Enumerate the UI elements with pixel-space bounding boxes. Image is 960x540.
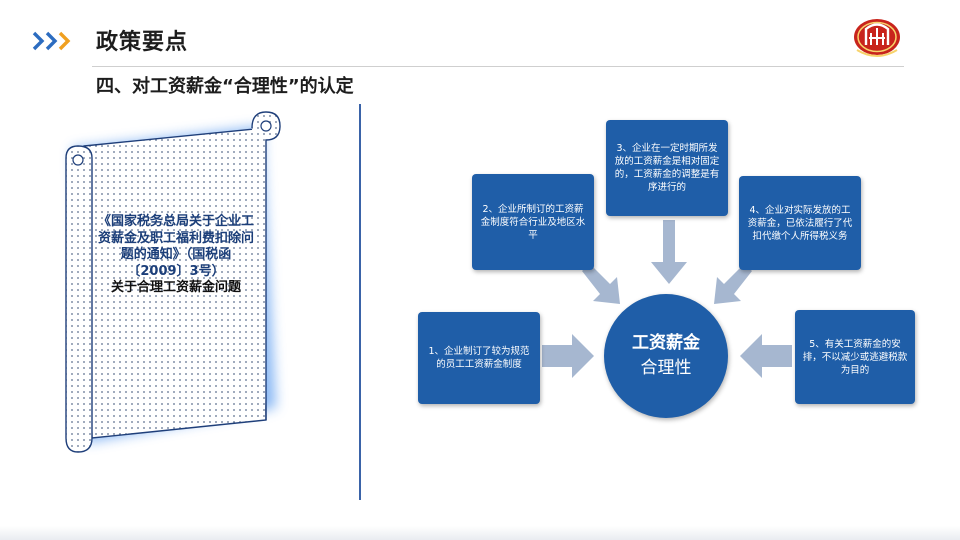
- arrow-from-node-2: [582, 264, 620, 304]
- criterion-text-1: 1、企业制订了较为规范的员工工资薪金制度: [428, 346, 530, 370]
- section-subtitle: 四、对工资薪金“合理性”的认定: [96, 76, 354, 97]
- arrow-from-node-1: [542, 334, 594, 378]
- criterion-box-3: 3、企业在一定时期所发放的工资薪金是相对固定的，工资薪金的调整是有序进行的: [606, 120, 728, 216]
- arrow-from-node-3: [651, 220, 687, 284]
- policy-document-title: 《国家税务总局关于企业工资薪金及职工福利费扣除问题的通知》（国税函〔2009〕3…: [97, 214, 254, 279]
- policy-topic: 关于合理工资薪金问题: [110, 280, 241, 295]
- criterion-text-5: 5、有关工资薪金的安排，不以减少或逃避税款为目的: [802, 338, 908, 376]
- footer-band: [0, 526, 960, 540]
- scroll-content: 《国家税务总局关于企业工资薪金及职工福利费扣除问题的通知》（国税函〔2009〕3…: [94, 214, 258, 297]
- center-label-line2: 合理性: [640, 358, 692, 378]
- header-rule: [92, 66, 904, 67]
- criterion-box-4: 4、企业对实际发放的工资薪金，已依法履行了代扣代缴个人所得税义务: [739, 176, 861, 270]
- criterion-box-2: 2、企业所制订的工资薪金制度符合行业及地区水平: [472, 174, 594, 270]
- criterion-text-3: 3、企业在一定时期所发放的工资薪金是相对固定的，工资薪金的调整是有序进行的: [614, 143, 720, 193]
- scroll-illustration: [65, 111, 281, 453]
- arrow-from-node-5: [740, 334, 792, 378]
- arrow-from-node-4: [714, 264, 752, 304]
- chevron-right-icon: [32, 31, 71, 51]
- vertical-divider: [359, 104, 361, 500]
- tax-emblem-logo: [854, 19, 900, 57]
- criterion-text-4: 4、企业对实际发放的工资薪金，已依法履行了代扣代缴个人所得税义务: [747, 204, 853, 242]
- criterion-box-1: 1、企业制订了较为规范的员工工资薪金制度: [418, 312, 540, 404]
- center-label-line1: 工资薪金: [632, 333, 700, 353]
- page-title: 政策要点: [96, 30, 189, 55]
- criterion-text-2: 2、企业所制订的工资薪金制度符合行业及地区水平: [480, 203, 586, 241]
- criterion-box-5: 5、有关工资薪金的安排，不以减少或逃避税款为目的: [795, 310, 915, 404]
- center-circle: 工资薪金 合理性: [604, 294, 728, 418]
